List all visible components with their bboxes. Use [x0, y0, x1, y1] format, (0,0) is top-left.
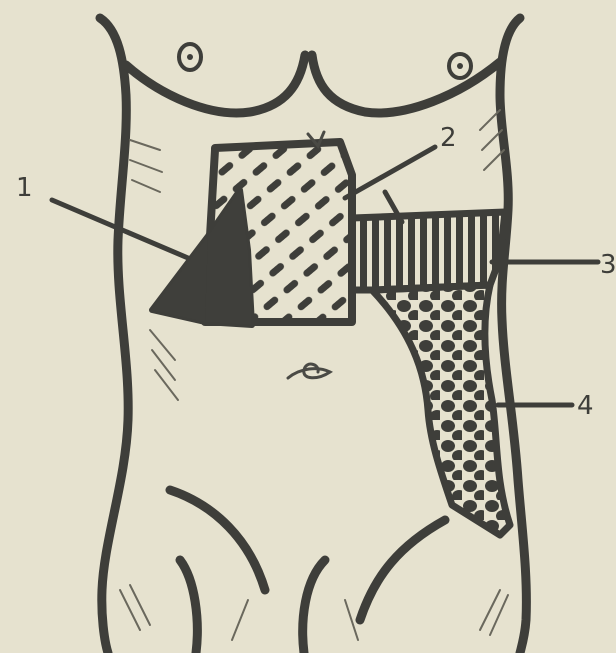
region-4-area — [372, 285, 510, 535]
label-3: 3 — [600, 250, 616, 280]
label-4: 4 — [577, 391, 594, 421]
label-1: 1 — [16, 173, 33, 203]
region-3-area — [352, 212, 505, 290]
label-2: 2 — [440, 123, 457, 153]
nipples — [179, 44, 471, 78]
umbilicus — [288, 364, 330, 378]
leader-2 — [345, 147, 435, 198]
